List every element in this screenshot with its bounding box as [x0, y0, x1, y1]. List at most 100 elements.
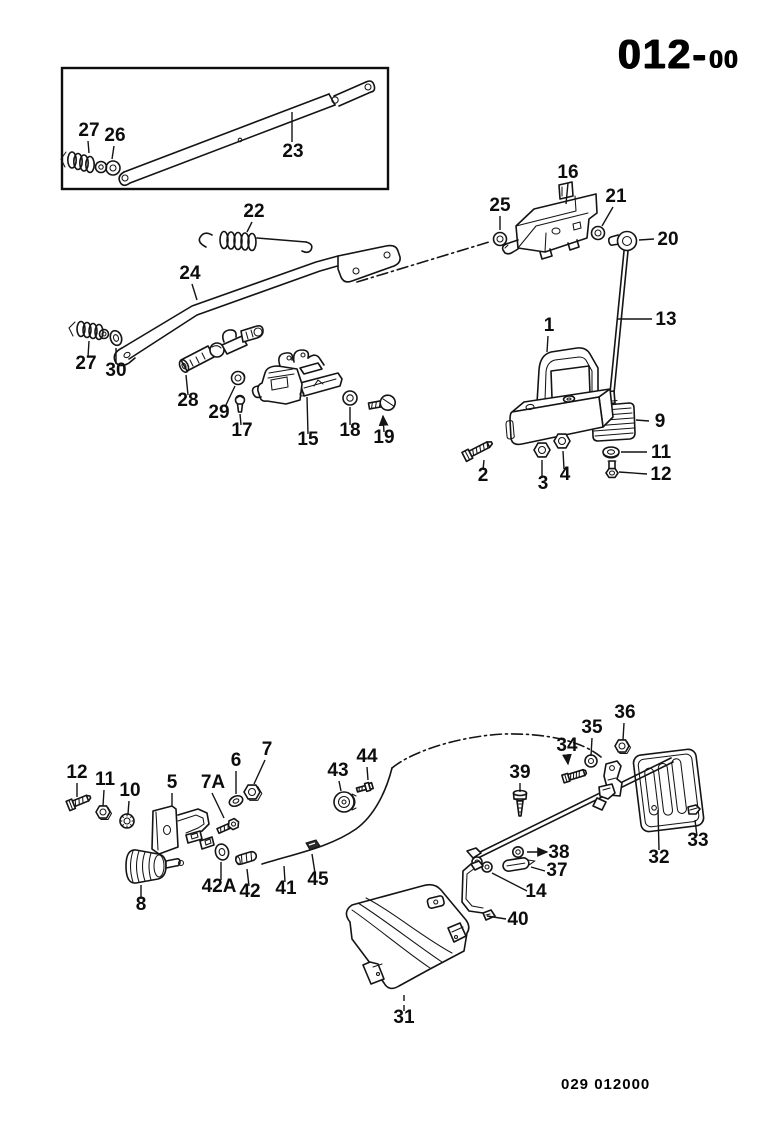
part-7a-bolt — [216, 817, 240, 835]
callout-16: 16 — [557, 162, 578, 183]
part-18-grommet — [342, 390, 358, 406]
callout-15: 15 — [297, 429, 319, 450]
part-11-nut-lower — [95, 805, 113, 821]
part-1-release-handle — [505, 347, 614, 446]
part-12-screw-lower — [65, 794, 92, 812]
leader-line-34 — [562, 753, 572, 766]
part-43-bushing — [333, 791, 357, 813]
part-36-nut — [614, 739, 632, 755]
leader-line-36 — [622, 722, 625, 741]
callout-35: 35 — [581, 717, 603, 738]
part-39-screw — [512, 789, 528, 817]
part-32-grille-panel — [632, 748, 705, 833]
section-suffix: 00 — [709, 46, 739, 74]
callout-10: 10 — [119, 780, 140, 801]
part-17-pin — [234, 394, 246, 413]
callout-19: 19 — [373, 427, 394, 448]
callout-12: 12 — [650, 464, 671, 485]
alignment-dashline — [356, 241, 490, 283]
rod-lever-bracket — [592, 760, 623, 811]
leader-line-24 — [191, 283, 198, 301]
leader-line-29 — [224, 385, 236, 408]
callout-32: 32 — [648, 847, 669, 868]
leader-line-33 — [694, 819, 698, 837]
callout-14: 14 — [525, 881, 547, 902]
leader-line-27 — [87, 140, 90, 154]
part-7-nut — [243, 784, 263, 801]
callout-5: 5 — [167, 772, 178, 793]
part-10-knurled-nut — [119, 813, 135, 829]
callout-43: 43 — [327, 760, 348, 781]
part-29-washer — [230, 370, 246, 386]
callout-22: 22 — [243, 201, 264, 222]
part-45-cable-clip — [305, 839, 321, 851]
part-40-bracket — [461, 860, 496, 921]
callout-42A: 42A — [202, 876, 237, 897]
part-15-latch-assembly — [251, 349, 343, 405]
callout-24: 24 — [179, 263, 201, 284]
part-30-washer — [109, 329, 123, 347]
callout-33: 33 — [687, 830, 708, 851]
leader-line-1 — [546, 335, 549, 353]
part-21-grommet — [590, 225, 606, 241]
leader-line-7 — [253, 759, 266, 785]
leader-line-22 — [246, 221, 253, 233]
leader-line-41 — [283, 865, 286, 883]
part-2-screw — [461, 441, 494, 463]
leader-line-45 — [311, 853, 316, 874]
leader-line-35 — [590, 737, 593, 757]
section-number: 012- — [618, 31, 709, 77]
callout-44: 44 — [356, 746, 378, 767]
leader-line-40 — [486, 915, 507, 920]
part-4-nut — [553, 433, 571, 449]
leader-line-2 — [482, 459, 485, 471]
part-6-washer — [228, 794, 244, 808]
leader-line-42 — [246, 868, 250, 887]
callout-41: 41 — [275, 878, 297, 899]
callout-34: 34 — [556, 735, 578, 756]
part-41-release-cable — [261, 733, 602, 865]
leader-line-10 — [127, 800, 130, 815]
leader-line-12 — [618, 471, 648, 475]
part-37-clip — [502, 857, 536, 872]
part-22-tension-spring — [198, 230, 313, 254]
callout-39: 39 — [509, 762, 530, 783]
callout-11: 11 — [651, 442, 672, 463]
leader-line-27 — [87, 340, 90, 358]
callout-23: 23 — [282, 141, 303, 162]
leader-line-14 — [491, 872, 528, 892]
callout-25: 25 — [489, 195, 511, 216]
part-35-washer — [584, 754, 598, 768]
part-26-washer-inset — [105, 160, 121, 176]
part-38-washer — [511, 845, 524, 858]
part-24-operating-rod — [113, 244, 401, 367]
part-20-bushing — [607, 230, 638, 252]
leader-line-4 — [562, 450, 565, 470]
callout-8: 8 — [136, 894, 147, 915]
callout-28: 28 — [177, 390, 198, 411]
part-27-spring-inset — [60, 151, 108, 174]
callout-18: 18 — [339, 420, 360, 441]
part-5-bracket — [151, 805, 215, 855]
callout-27: 27 — [75, 353, 96, 374]
callout-11: 11 — [95, 769, 116, 790]
leader-line-9 — [635, 419, 650, 422]
leader-line-37 — [530, 866, 546, 872]
callout-42: 42 — [239, 881, 260, 902]
callout-7: 7 — [262, 739, 273, 760]
callout-27: 27 — [78, 120, 99, 141]
part-16-lock-bracket — [501, 181, 598, 260]
part-19-screw — [367, 394, 397, 412]
callout-29: 29 — [208, 402, 229, 423]
callout-37: 37 — [546, 860, 567, 881]
callout-38: 38 — [548, 842, 569, 863]
part-44-screw — [355, 781, 375, 793]
part-42-sleeve — [235, 850, 258, 866]
leader-line-26 — [111, 145, 115, 160]
callout-20: 20 — [657, 229, 678, 250]
leader-line-7A — [211, 792, 225, 819]
leader-line-17 — [239, 413, 242, 426]
leader-line-44 — [366, 766, 369, 781]
